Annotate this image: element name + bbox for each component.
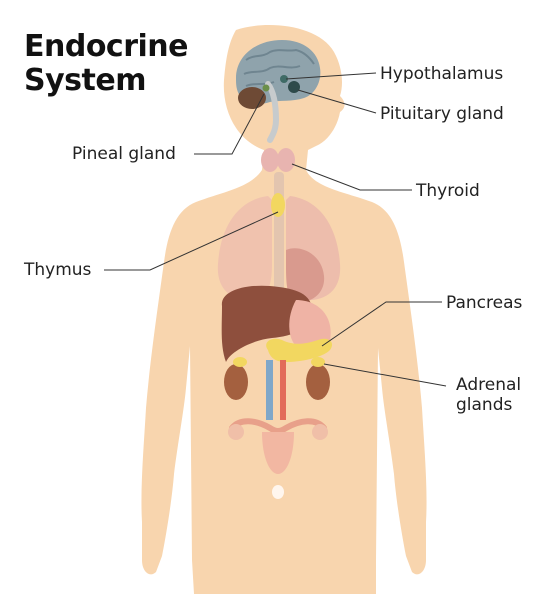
pancreas-shape <box>266 338 333 362</box>
thyroid-lobe-right <box>277 148 295 172</box>
pineal-shape <box>262 84 270 92</box>
ovary-right <box>312 424 328 440</box>
label-pituitary-gland: Pituitary gland <box>380 104 504 124</box>
label-adrenal-line-1: Adrenal <box>456 375 522 395</box>
leader-adrenal <box>323 363 447 387</box>
fallopian-tubes <box>229 418 327 434</box>
brain-illustration <box>236 40 321 143</box>
thorax-organs <box>217 172 341 302</box>
leader-thymus <box>104 211 279 271</box>
adrenal-left <box>233 357 247 367</box>
leader-pineal <box>194 93 265 155</box>
adrenal-right <box>311 357 325 367</box>
label-adrenal-glands: Adrenal glands <box>456 375 521 415</box>
leader-lines <box>104 72 447 387</box>
label-thymus: Thymus <box>24 260 92 280</box>
reproductive-organs <box>228 418 328 499</box>
bladder-shape <box>272 485 284 499</box>
abdomen-organs <box>221 285 333 420</box>
kidney-left <box>224 364 248 400</box>
leader-pituitary <box>297 89 377 114</box>
pituitary-shape <box>288 81 300 93</box>
stomach-shape <box>289 300 331 353</box>
heart-shape <box>286 248 325 302</box>
brainstem-shape <box>265 81 280 143</box>
ovary-left <box>228 424 244 440</box>
label-adrenal-line-2: glands <box>456 395 513 415</box>
thyroid-lobe-left <box>261 148 279 172</box>
aorta <box>280 360 286 420</box>
leader-pancreas <box>321 301 442 347</box>
leader-thyroid <box>291 163 412 191</box>
brain-folds <box>243 48 315 87</box>
leader-hypothalamus <box>285 72 377 80</box>
kidney-right <box>306 364 330 400</box>
thyroid-illustration <box>261 148 295 172</box>
trachea <box>274 172 284 292</box>
page-title: Endocrine System <box>24 29 189 98</box>
label-pancreas: Pancreas <box>446 293 523 313</box>
label-thyroid: Thyroid <box>416 181 480 201</box>
thyroid-isthmus <box>274 156 282 164</box>
label-hypothalamus: Hypothalamus <box>380 64 504 84</box>
title-line-2: System <box>24 63 146 98</box>
label-pineal-gland: Pineal gland <box>72 144 176 164</box>
liver-shape <box>221 285 313 362</box>
lung-left <box>217 196 272 301</box>
thymus-shape <box>271 193 285 217</box>
hypothalamus-shape <box>280 75 288 83</box>
vena-cava <box>266 360 273 420</box>
title-line-1: Endocrine <box>24 29 189 64</box>
uterus-shape <box>262 432 294 474</box>
